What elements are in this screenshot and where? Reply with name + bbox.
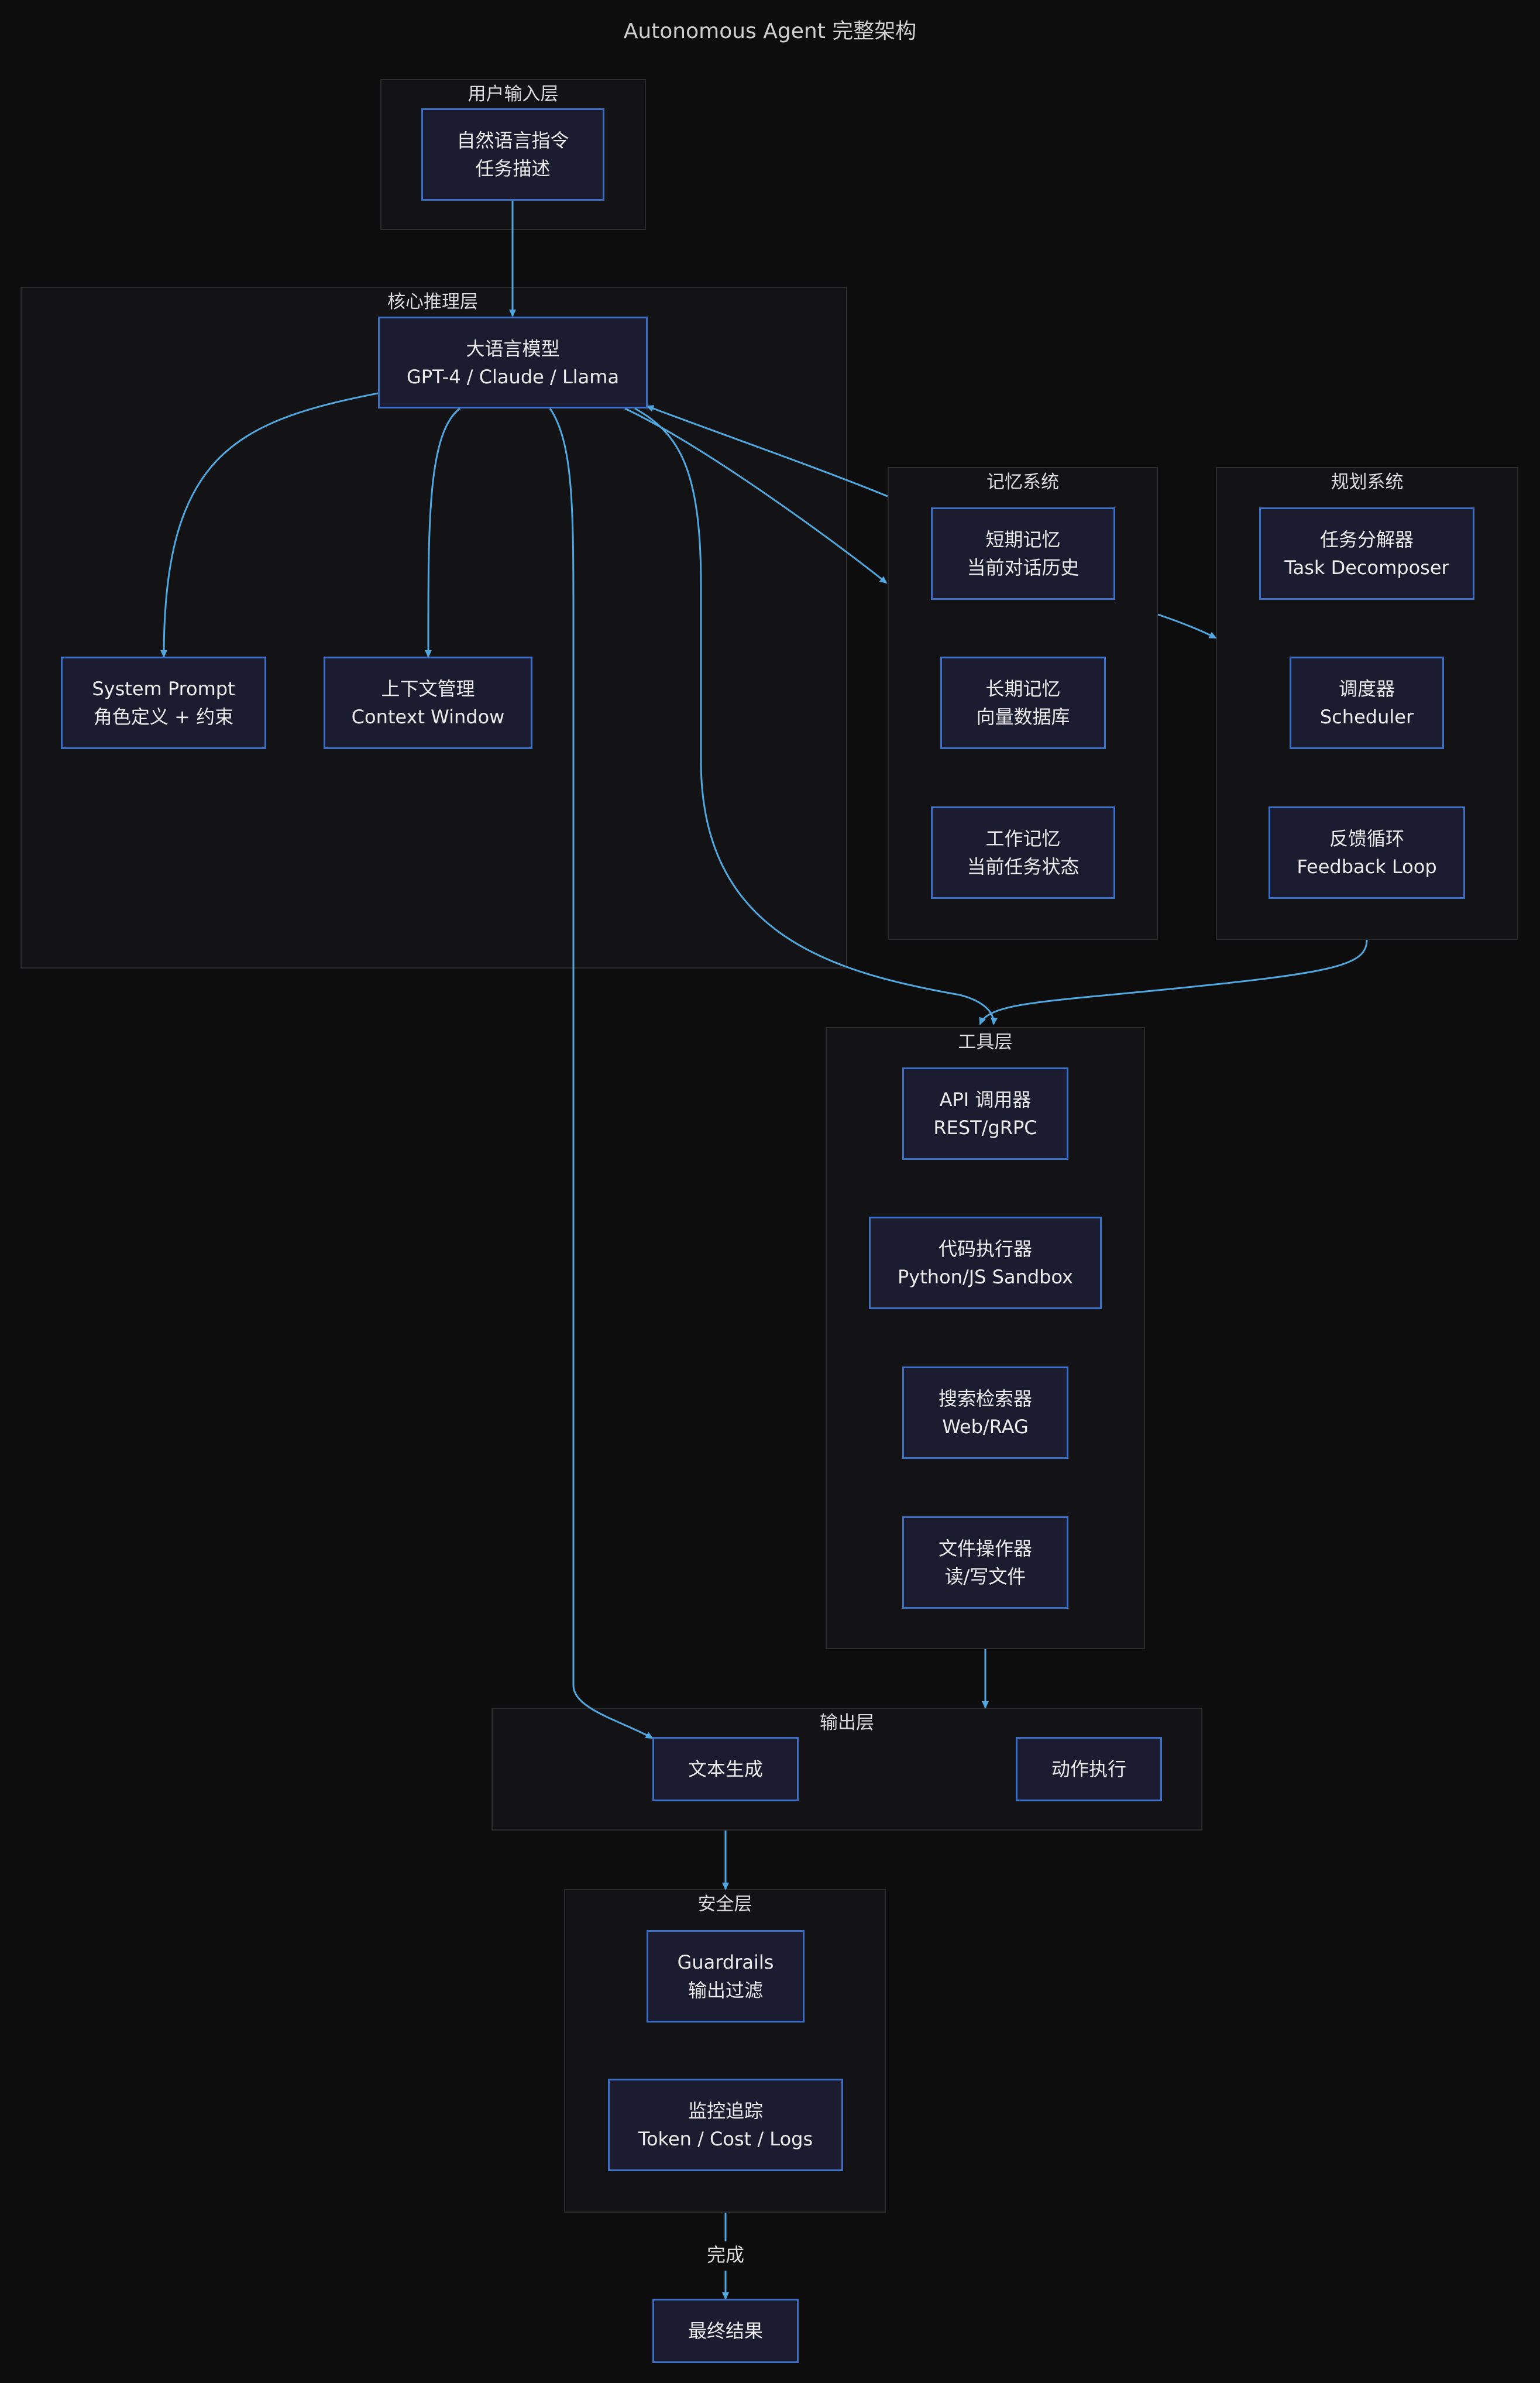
edge-llm-to-text-gen xyxy=(549,408,654,1739)
node-working-memory[interactable]: 工作记忆 当前任务状态 xyxy=(931,806,1115,899)
cluster-safety-label: 安全层 xyxy=(697,1894,752,1915)
node-search-retriever-line1: 搜索检索器 xyxy=(938,1388,1032,1410)
cluster-core-label: 核心推理层 xyxy=(387,291,478,313)
node-task-decomposer-line2: Task Decomposer xyxy=(1284,557,1449,579)
node-short-memory[interactable]: 短期记忆 当前对话历史 xyxy=(931,507,1115,600)
node-text-gen-line1: 文本生成 xyxy=(688,1758,763,1780)
node-text-gen[interactable]: 文本生成 xyxy=(652,1737,799,1801)
node-short-memory-line1: 短期记忆 xyxy=(985,528,1061,551)
cluster-tools-label: 工具层 xyxy=(958,1032,1013,1053)
node-file-operator-line2: 读/写文件 xyxy=(944,1565,1026,1588)
node-api-caller-line1: API 调用器 xyxy=(939,1089,1032,1111)
node-action-exec-line1: 动作执行 xyxy=(1051,1758,1126,1780)
node-file-operator-line1: 文件操作器 xyxy=(938,1537,1032,1560)
node-long-memory-line2: 向量数据库 xyxy=(976,706,1070,728)
node-llm-line2: GPT-4 / Claude / Llama xyxy=(406,365,620,388)
node-monitoring-line2: Token / Cost / Logs xyxy=(638,2128,813,2150)
node-monitoring-line1: 监控追踪 xyxy=(688,2100,763,2122)
node-nl-instruction[interactable]: 自然语言指令 任务描述 xyxy=(421,108,604,201)
cluster-output-label: 输出层 xyxy=(820,1712,874,1733)
node-llm[interactable]: 大语言模型 GPT-4 / Claude / Llama xyxy=(378,317,648,408)
node-nl-instruction-line1: 自然语言指令 xyxy=(456,129,569,152)
edge-llm-to-memory xyxy=(624,407,888,584)
edge-planning-to-tools xyxy=(979,939,1368,1025)
edge-label-done: 完成 xyxy=(706,2244,744,2266)
node-short-memory-line2: 当前对话历史 xyxy=(967,557,1080,579)
edge-memory-to-planning xyxy=(1157,613,1217,639)
edge-llm-to-system-prompt xyxy=(160,392,379,658)
node-scheduler-line1: 调度器 xyxy=(1338,678,1395,700)
cluster-input-label: 用户输入层 xyxy=(468,84,559,105)
node-llm-line1: 大语言模型 xyxy=(466,337,560,360)
node-action-exec[interactable]: 动作执行 xyxy=(1016,1737,1162,1801)
node-code-executor-line2: Python/JS Sandbox xyxy=(898,1266,1073,1288)
node-long-memory[interactable]: 长期记忆 向量数据库 xyxy=(940,657,1106,749)
node-system-prompt[interactable]: System Prompt 角色定义 + 约束 xyxy=(61,657,266,749)
node-task-decomposer-line1: 任务分解器 xyxy=(1319,528,1414,551)
node-feedback-loop-line1: 反馈循环 xyxy=(1329,827,1404,850)
node-system-prompt-line2: 角色定义 + 约束 xyxy=(93,706,234,728)
node-task-decomposer[interactable]: 任务分解器 Task Decomposer xyxy=(1259,507,1474,600)
node-context-mgmt-line1: 上下文管理 xyxy=(381,678,475,700)
node-context-mgmt-line2: Context Window xyxy=(351,706,505,728)
diagram-title: Autonomous Agent 完整架构 xyxy=(623,19,917,43)
node-scheduler-line2: Scheduler xyxy=(1319,706,1414,728)
cluster-memory-label: 记忆系统 xyxy=(986,472,1059,493)
node-code-executor-line1: 代码执行器 xyxy=(938,1238,1032,1260)
cluster-planning-label: 规划系统 xyxy=(1331,472,1404,493)
edge-llm-to-tools xyxy=(634,407,998,1025)
node-final-result-line1: 最终结果 xyxy=(688,2320,763,2342)
edge-memory-to-llm xyxy=(646,405,888,497)
node-file-operator[interactable]: 文件操作器 读/写文件 xyxy=(902,1516,1068,1609)
node-api-caller[interactable]: API 调用器 REST/gRPC xyxy=(902,1067,1068,1160)
node-nl-instruction-line2: 任务描述 xyxy=(475,157,551,180)
node-guardrails[interactable]: Guardrails 输出过滤 xyxy=(647,1930,805,2023)
node-monitoring[interactable]: 监控追踪 Token / Cost / Logs xyxy=(608,2079,843,2171)
node-code-executor[interactable]: 代码执行器 Python/JS Sandbox xyxy=(869,1217,1102,1309)
node-api-caller-line2: REST/gRPC xyxy=(933,1117,1037,1139)
edge-llm-to-context xyxy=(424,407,460,658)
node-search-retriever-line2: Web/RAG xyxy=(942,1416,1029,1438)
node-system-prompt-line1: System Prompt xyxy=(92,678,235,700)
node-context-mgmt[interactable]: 上下文管理 Context Window xyxy=(324,657,532,749)
node-working-memory-line2: 当前任务状态 xyxy=(967,856,1080,878)
node-guardrails-line1: Guardrails xyxy=(677,1951,774,1973)
node-final-result[interactable]: 最终结果 xyxy=(652,2299,799,2363)
node-feedback-loop-line2: Feedback Loop xyxy=(1297,856,1437,878)
node-scheduler[interactable]: 调度器 Scheduler xyxy=(1290,657,1444,749)
node-long-memory-line1: 长期记忆 xyxy=(985,678,1061,700)
node-working-memory-line1: 工作记忆 xyxy=(985,827,1061,850)
node-feedback-loop[interactable]: 反馈循环 Feedback Loop xyxy=(1269,806,1465,899)
node-search-retriever[interactable]: 搜索检索器 Web/RAG xyxy=(902,1366,1068,1459)
node-guardrails-line2: 输出过滤 xyxy=(688,1979,763,2001)
